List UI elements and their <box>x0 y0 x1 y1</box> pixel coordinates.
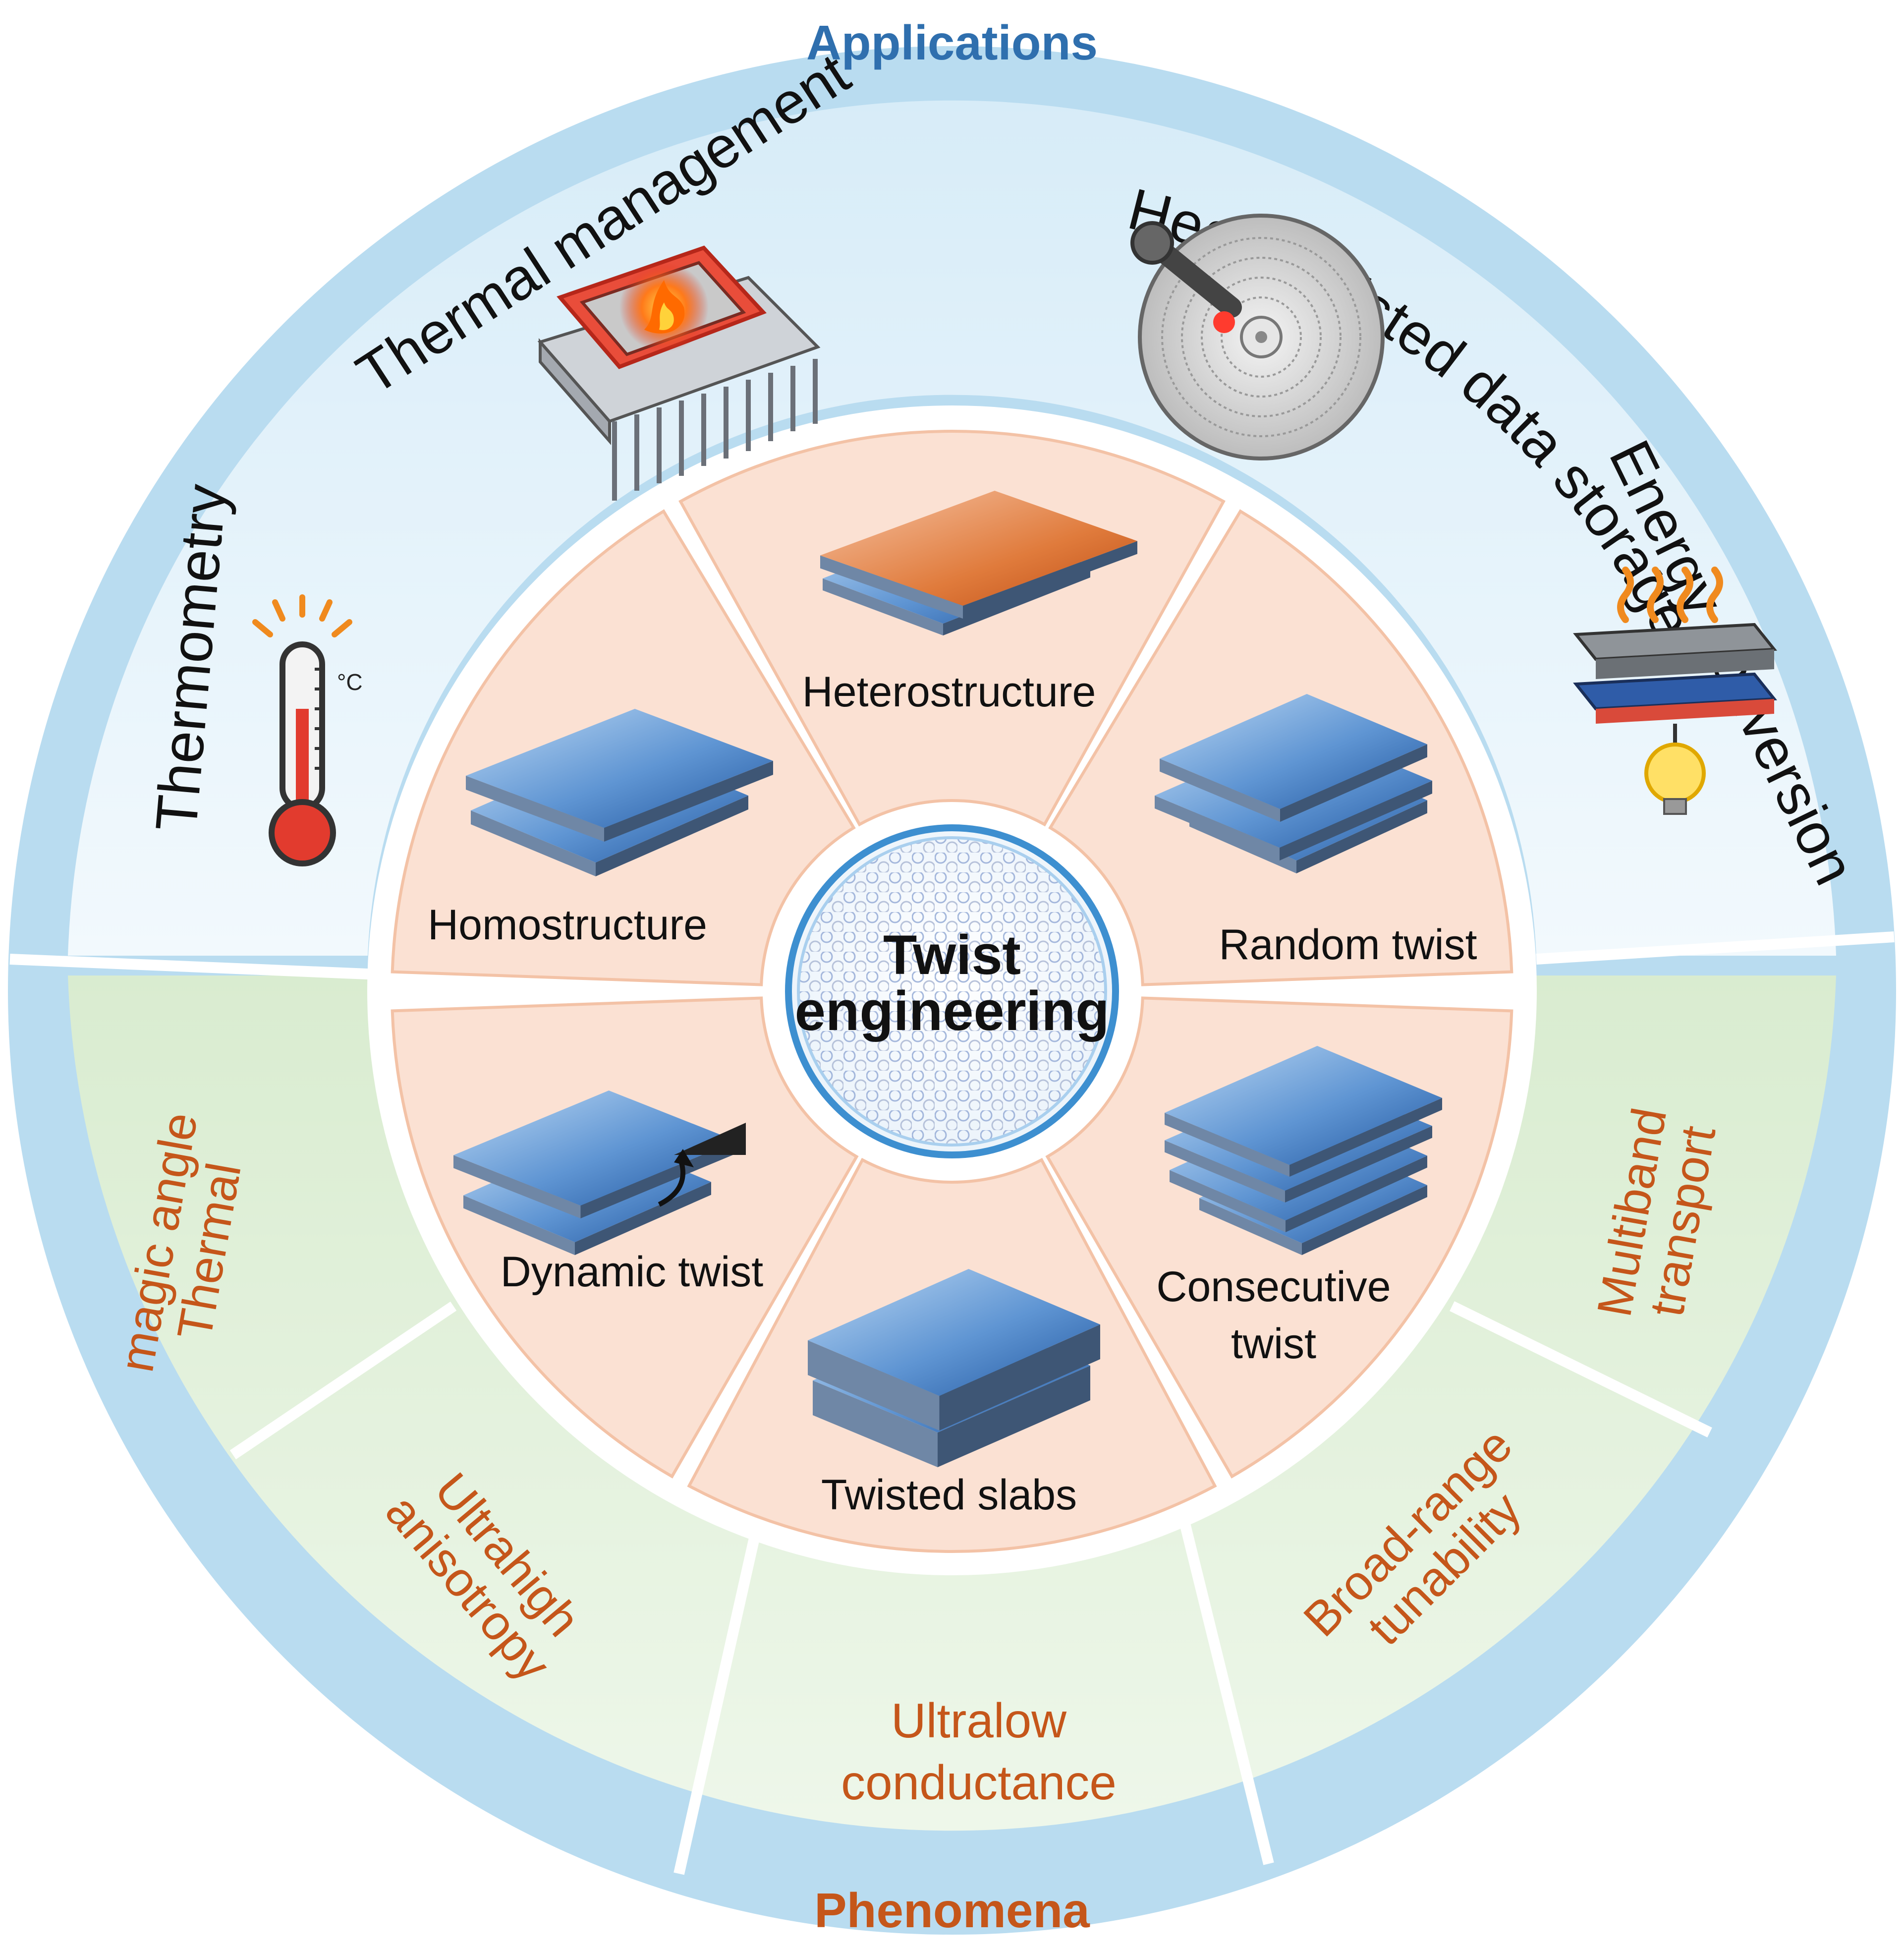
svg-text:Ultralow: Ultralow <box>891 1693 1067 1748</box>
slab-homo-top <box>466 709 773 842</box>
category-wedge-dynamic-twist <box>391 996 859 1479</box>
category-label-consecutive-twist-2: twist <box>1231 1320 1316 1368</box>
afm-tip-icon <box>674 1123 746 1155</box>
solar-panel-bulb-icon <box>1573 567 1777 815</box>
center-title-line-2: engineering <box>795 980 1110 1042</box>
slab-twisted-top <box>808 1269 1100 1431</box>
category-label-consecutive-twist-1: Consecutive <box>1156 1263 1391 1311</box>
ring-dividers <box>9 931 1895 1875</box>
slab-random-3 <box>1160 694 1427 822</box>
phenomenon-ultralow-conductance: Ultralow conductance <box>841 1693 1117 1810</box>
applications-region <box>68 100 1836 956</box>
slab-dynamic-top <box>453 1090 736 1218</box>
ring-title-applications: Applications <box>806 15 1098 70</box>
phenomena-region <box>68 976 1836 1831</box>
slab-consec-4 <box>1165 1046 1442 1177</box>
category-label-twisted-slabs: Twisted slabs <box>821 1471 1077 1519</box>
ring-title-phenomena: Phenomena <box>814 1883 1090 1938</box>
slab-illustrations <box>453 491 1442 1467</box>
thermometer-icon: °C <box>252 594 363 866</box>
rotation-arrowhead-icon <box>674 1149 694 1167</box>
heat-sink-chip-icon <box>537 245 821 501</box>
rotation-arrow-icon <box>658 1161 685 1207</box>
center-disc <box>779 818 1125 1165</box>
category-label-heterostructure: Heterostructure <box>802 668 1096 716</box>
hard-disk-icon <box>1130 214 1385 460</box>
category-label-homostructure: Homostructure <box>428 901 707 949</box>
slab-hetero-top <box>820 491 1137 619</box>
svg-text:conductance: conductance <box>841 1755 1117 1810</box>
thermometer-unit: °C <box>337 669 363 695</box>
category-label-random-twist: Random twist <box>1219 921 1477 969</box>
category-label-dynamic-twist: Dynamic twist <box>501 1248 764 1296</box>
center-title-line-1: Twist <box>883 924 1021 986</box>
